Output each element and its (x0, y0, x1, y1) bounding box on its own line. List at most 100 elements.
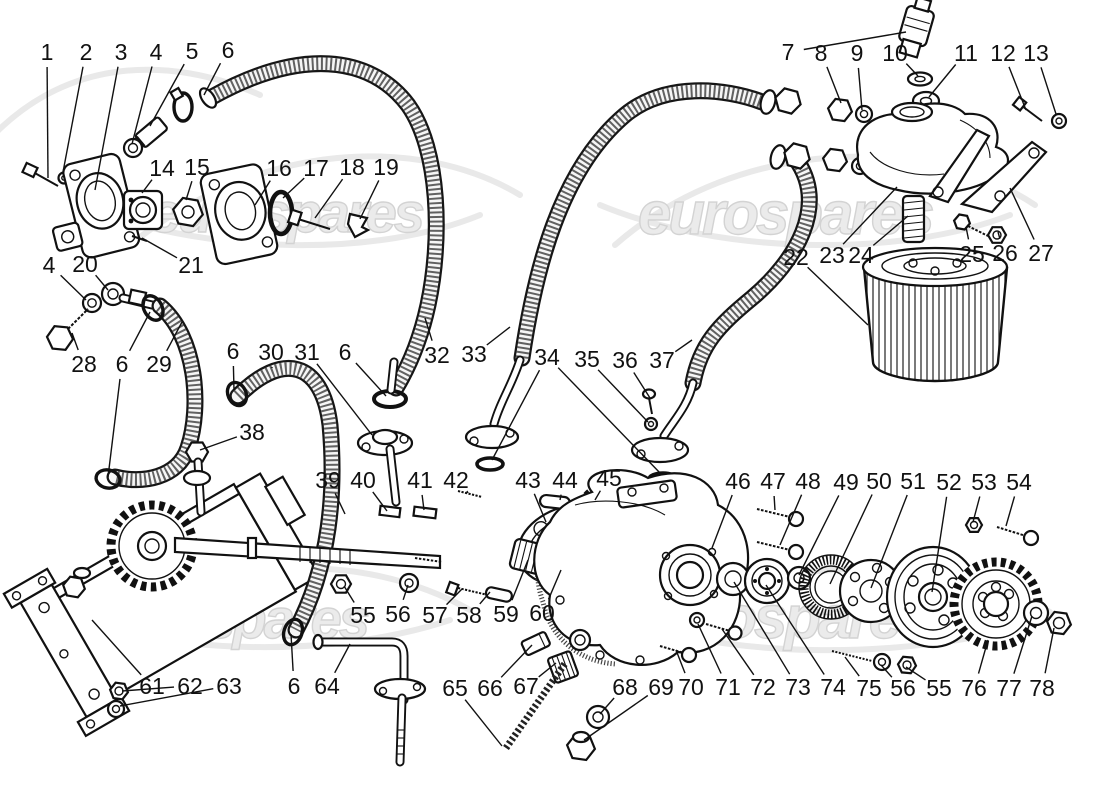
callout-8: 8 (815, 40, 842, 104)
part-number-label: 48 (795, 468, 821, 494)
hose-clamp-6 (281, 617, 305, 647)
leader-line (733, 581, 791, 675)
leader-line (826, 66, 842, 104)
leader-line (765, 584, 825, 675)
callout-9: 9 (851, 40, 864, 111)
part-number-label: 10 (882, 40, 908, 66)
leader-line (538, 662, 557, 678)
part-number-label: 35 (574, 346, 600, 372)
leader-line (599, 697, 615, 715)
callout-63: 63 (119, 673, 242, 707)
leader-line (94, 66, 119, 191)
callout-46: 46 (711, 468, 751, 549)
leader-line (290, 633, 294, 672)
leader-line (203, 62, 222, 96)
leader-line (997, 231, 1001, 239)
part-number-label: 20 (72, 251, 98, 277)
leader-line (870, 494, 908, 589)
hose-33 (464, 82, 771, 472)
bolt-1 (20, 161, 59, 187)
leader-line (359, 180, 380, 220)
leader-line (166, 321, 183, 352)
leader-line (95, 274, 109, 291)
bolt-28 (45, 308, 89, 351)
pump-shaft-40 (173, 504, 443, 570)
filter-head-23 (855, 101, 1010, 195)
callout-29: 29 (146, 321, 183, 377)
leader-line (844, 656, 860, 677)
pin-58 (484, 586, 513, 603)
washer-10 (906, 71, 934, 87)
part-number-label: 47 (760, 468, 786, 494)
part-number-label: 69 (648, 674, 674, 700)
bracket-27 (928, 128, 1048, 214)
part-number-label: 63 (216, 673, 242, 699)
part-number-label: 64 (314, 673, 340, 699)
part-number-label: 41 (407, 467, 433, 493)
part-number-label: 6 (116, 351, 129, 377)
pipe-64 (312, 633, 427, 767)
hose-clamp-6 (225, 380, 249, 408)
callout-51: 51 (870, 468, 926, 589)
part-number-label: 21 (178, 252, 204, 278)
callout-58: 58 (456, 591, 491, 628)
callout-28: 28 (71, 332, 97, 377)
part-number-label: 60 (529, 600, 555, 626)
hose-clamp-6 (94, 468, 122, 490)
callout-14: 14 (141, 155, 175, 194)
part-number-label: 76 (961, 675, 987, 701)
nut-53 (964, 516, 984, 534)
callout-12: 12 (990, 40, 1027, 111)
part-number-label: 29 (146, 351, 172, 377)
plug-69 (565, 730, 597, 762)
leader-line (675, 649, 686, 674)
leader-line (60, 274, 87, 301)
washer-9 (854, 104, 874, 124)
callout-68: 68 (599, 674, 638, 715)
oil-filter-22 (861, 246, 1009, 383)
part-number-label: 49 (833, 469, 859, 495)
bolt-72 (705, 623, 743, 641)
callout-43: 43 (515, 467, 547, 523)
washer-13 (1050, 112, 1068, 130)
hose-unions (759, 87, 874, 176)
part-number-label: 34 (534, 344, 560, 370)
leader-line (928, 64, 957, 98)
part-number-label: 50 (866, 468, 892, 494)
cooler-fitting-38 (182, 441, 212, 517)
leader-line (674, 339, 693, 353)
screw-12 (1011, 95, 1043, 122)
part-number-label: 9 (851, 40, 864, 66)
callout-1: 1 (41, 39, 53, 179)
callout-45: 45 (594, 465, 622, 501)
part-number-label: 15 (184, 154, 210, 180)
part-number-label: 53 (971, 469, 997, 495)
bolt-36 (641, 388, 657, 415)
part-number-label: 17 (303, 155, 329, 181)
bolt-54 (996, 526, 1040, 547)
callout-42: 42 (443, 467, 469, 494)
part-number-label: 18 (339, 154, 365, 180)
part-number-label: 26 (992, 240, 1018, 266)
leader-line (131, 66, 153, 145)
part-number-label: 36 (612, 347, 638, 373)
part-number-label: 19 (373, 154, 399, 180)
part-number-label: 31 (294, 339, 320, 365)
callout-22: 22 (783, 244, 869, 326)
part-number-label: 11 (954, 40, 978, 66)
callout-26: 26 (992, 231, 1018, 266)
part-number-label: 25 (959, 241, 985, 267)
leader-line (402, 584, 409, 601)
leader-line (711, 494, 733, 549)
part-number-label: 5 (186, 38, 199, 64)
leader-line (372, 491, 388, 512)
leader-line (1009, 187, 1035, 240)
part-number-label: 77 (996, 675, 1022, 701)
leader-line (697, 623, 722, 674)
callout-36: 36 (612, 347, 651, 399)
washer-56a (398, 572, 420, 594)
callout-52: 52 (931, 469, 962, 593)
leader-line (46, 66, 49, 179)
part-number-label: 74 (820, 674, 846, 700)
